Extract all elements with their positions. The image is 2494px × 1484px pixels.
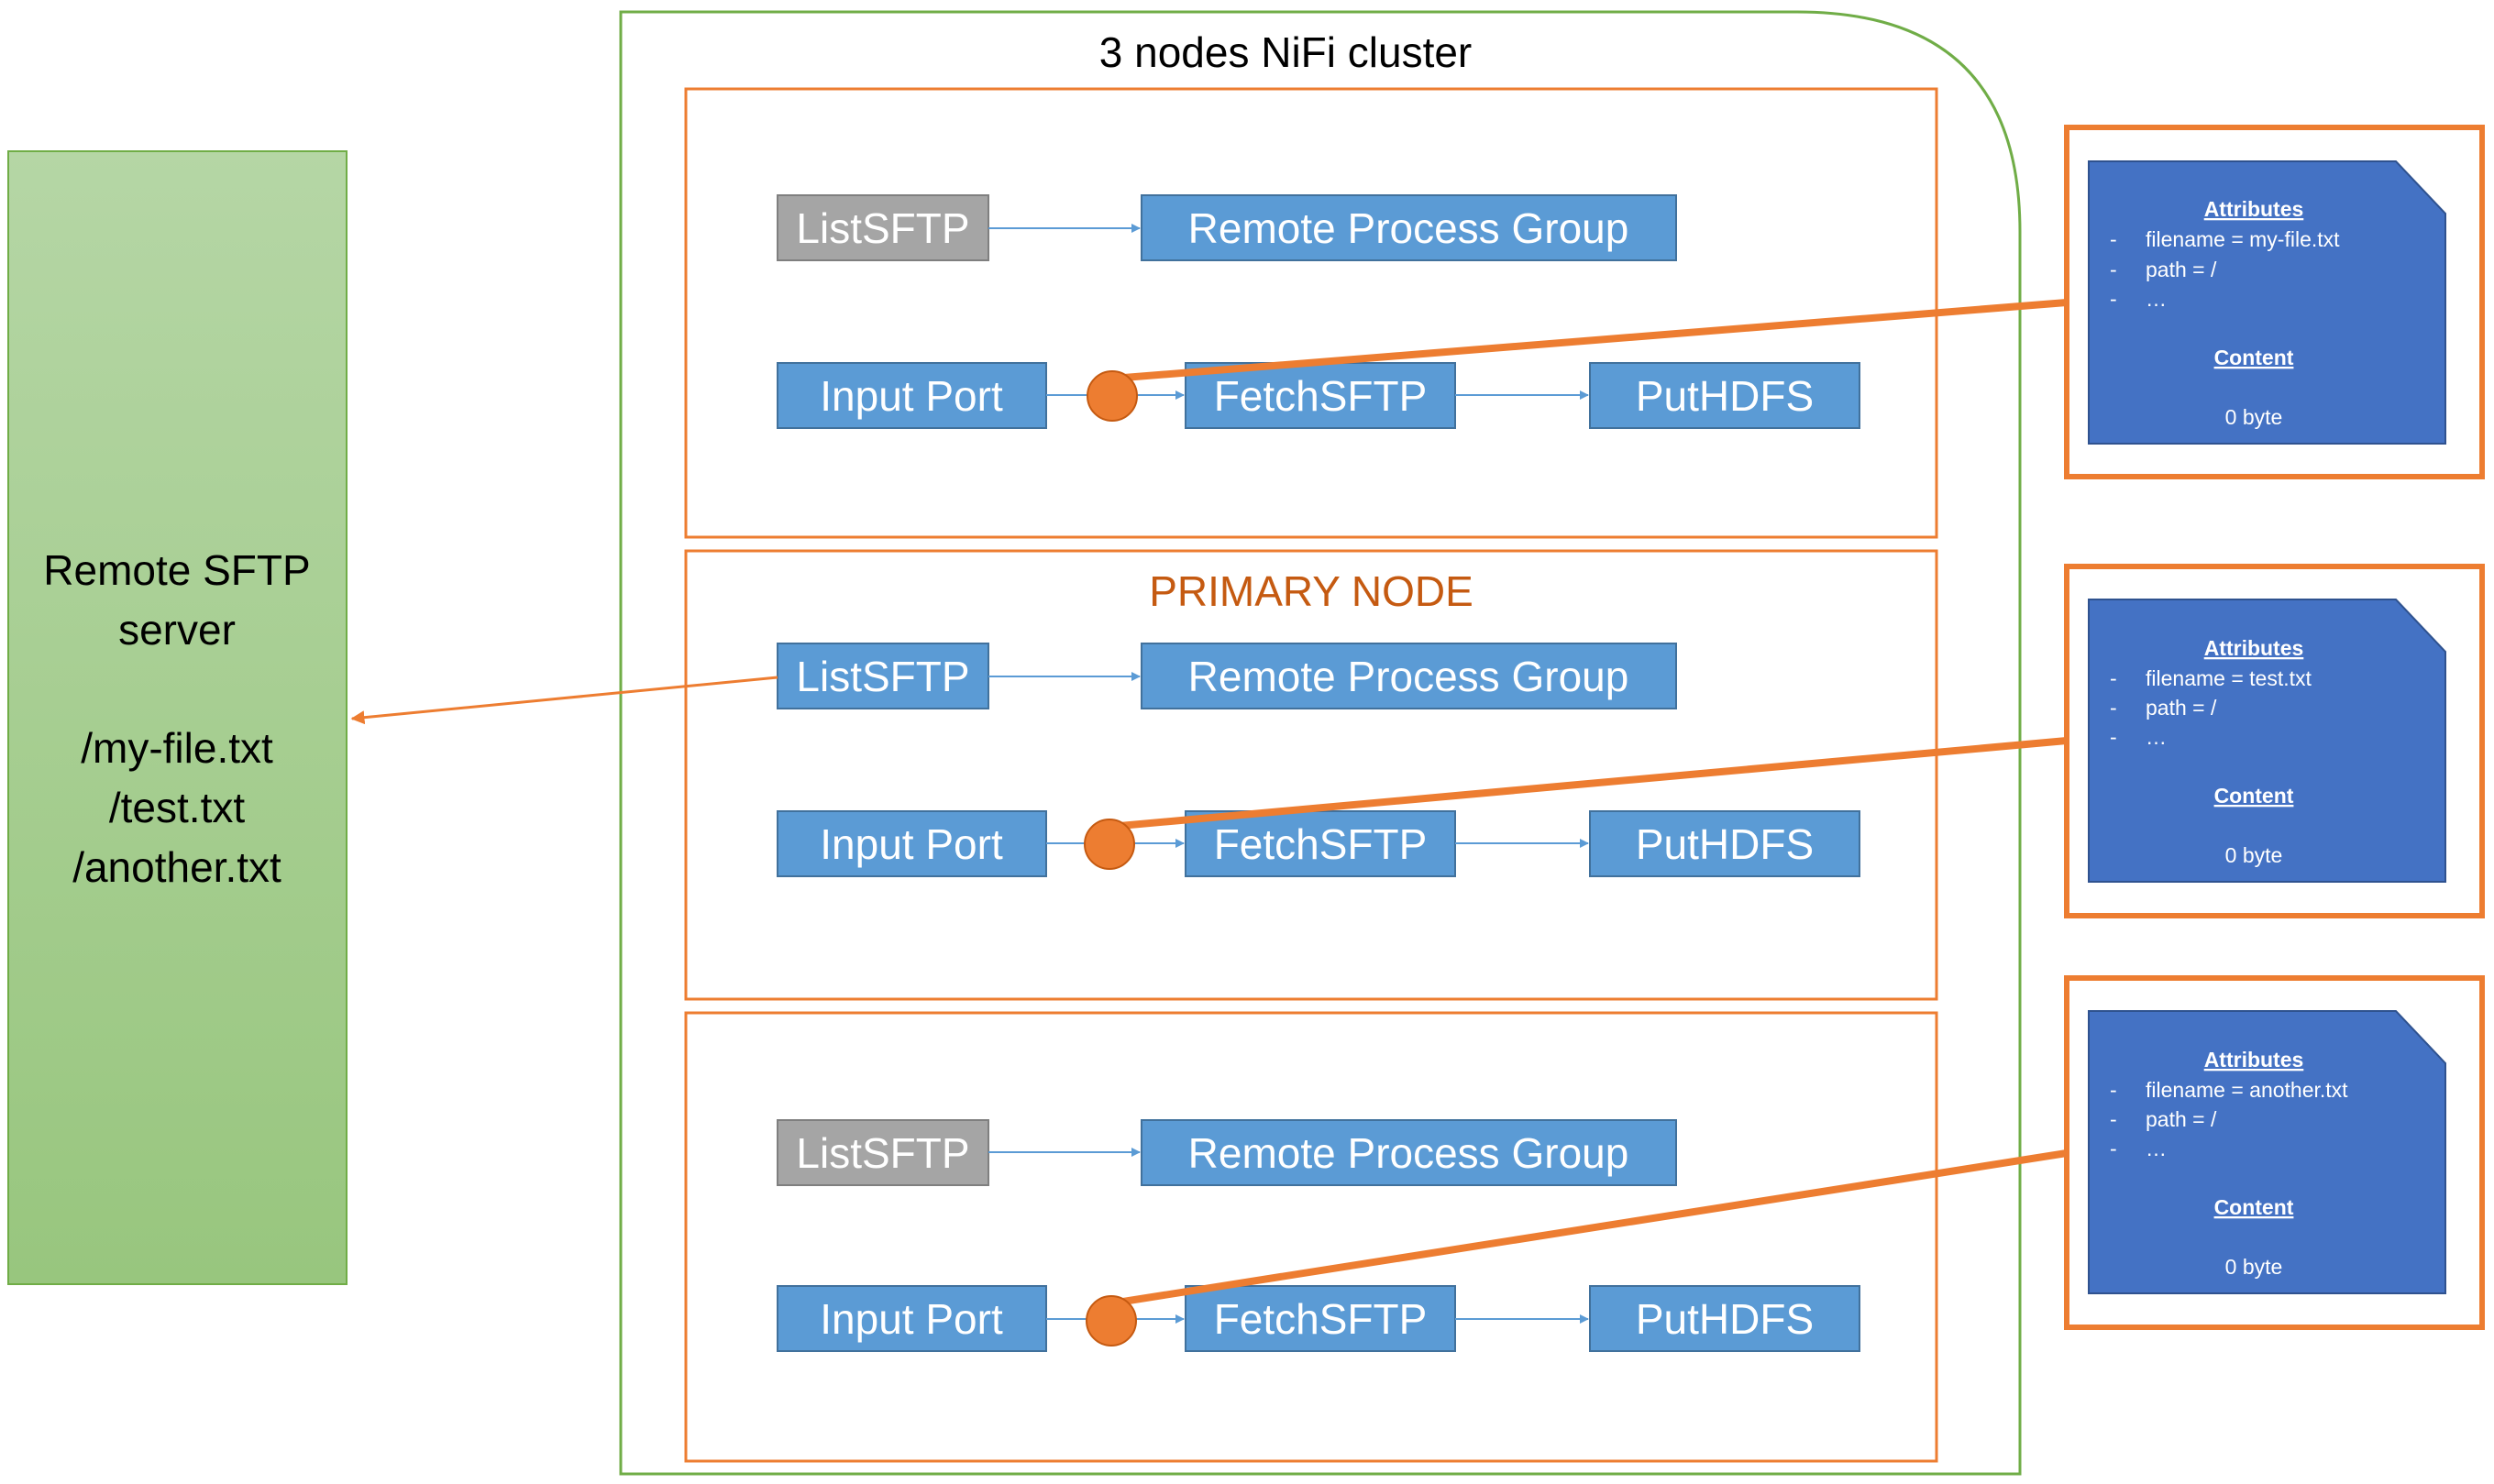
attr-bullet: - xyxy=(2110,1107,2117,1131)
primary-node-label: PRIMARY NODE xyxy=(1149,567,1473,615)
puthdfs-processor[interactable] xyxy=(1589,810,1860,877)
flowfile-connector xyxy=(1111,299,2068,382)
content-value: 0 byte xyxy=(2225,1255,2283,1279)
attributes-heading: Attributes xyxy=(2204,197,2304,221)
attr-filename: filename = test.txt xyxy=(2146,666,2312,690)
node-box-1 xyxy=(684,87,1938,539)
flowfile-connector xyxy=(1109,737,2068,830)
node-1-flow: ListSFTP Remote Process Group Input Port… xyxy=(777,194,1860,429)
puthdfs-processor[interactable] xyxy=(1589,362,1860,429)
attr-bullet: - xyxy=(2110,287,2117,311)
input-port-label: Input Port xyxy=(820,372,1003,420)
attr-bullet: - xyxy=(2110,725,2117,749)
fetchsftp-processor[interactable] xyxy=(1185,1285,1456,1352)
input-port[interactable] xyxy=(777,810,1047,877)
listsftp-processor[interactable] xyxy=(777,643,989,709)
attr-bullet: - xyxy=(2110,1137,2117,1160)
listsftp-processor[interactable] xyxy=(777,1119,989,1186)
fetchsftp-processor[interactable] xyxy=(1185,810,1456,877)
flowfile-card: Attributes - filename = my-file.txt - pa… xyxy=(2064,125,2485,479)
remote-process-group-label: Remote Process Group xyxy=(1188,653,1629,700)
attr-path: path = / xyxy=(2146,696,2217,720)
cluster-title: 3 nodes NiFi cluster xyxy=(1099,28,1473,76)
attr-bullet: - xyxy=(2110,258,2117,281)
remote-process-group-label: Remote Process Group xyxy=(1188,1129,1629,1177)
listsftp-label: ListSFTP xyxy=(796,1129,969,1177)
attr-filename: filename = my-file.txt xyxy=(2146,227,2340,251)
fetchsftp-label: FetchSFTP xyxy=(1214,820,1428,868)
attributes-heading: Attributes xyxy=(2204,636,2304,660)
content-value: 0 byte xyxy=(2225,843,2283,867)
attr-more: … xyxy=(2146,287,2167,311)
fetchsftp-label: FetchSFTP xyxy=(1214,1295,1428,1343)
remote-process-group[interactable] xyxy=(1141,643,1677,709)
attr-path: path = / xyxy=(2146,258,2217,281)
listsftp-label: ListSFTP xyxy=(796,204,969,252)
flowfile-card: Attributes - filename = another.txt - pa… xyxy=(2064,975,2485,1330)
server-name-line1: Remote SFTP xyxy=(43,546,310,594)
sftp-server: Remote SFTP server /my-file.txt /test.tx… xyxy=(7,150,348,1285)
content-heading: Content xyxy=(2214,1195,2294,1219)
remote-process-group[interactable] xyxy=(1141,194,1677,261)
puthdfs-label: PutHDFS xyxy=(1636,820,1814,868)
flowfile-dot xyxy=(1087,370,1138,422)
remote-process-group-label: Remote Process Group xyxy=(1188,204,1629,252)
input-port[interactable] xyxy=(777,1285,1047,1352)
node-3-flow: ListSFTP Remote Process Group Input Port… xyxy=(777,1119,1860,1352)
puthdfs-label: PutHDFS xyxy=(1636,372,1814,420)
listsftp-label: ListSFTP xyxy=(796,653,969,700)
attr-more: … xyxy=(2146,725,2167,749)
content-heading: Content xyxy=(2214,784,2294,808)
attr-bullet: - xyxy=(2110,696,2117,720)
server-file: /my-file.txt xyxy=(81,724,273,772)
node-box-2 xyxy=(684,549,1938,1001)
attr-path: path = / xyxy=(2146,1107,2217,1131)
attributes-heading: Attributes xyxy=(2204,1048,2304,1072)
fetchsftp-label: FetchSFTP xyxy=(1214,372,1428,420)
server-file: /test.txt xyxy=(109,784,245,831)
flowfile-dot xyxy=(1086,1295,1137,1347)
puthdfs-label: PutHDFS xyxy=(1636,1295,1814,1343)
input-port-label: Input Port xyxy=(820,1295,1003,1343)
flowfile-connector xyxy=(1110,1149,2068,1307)
puthdfs-processor[interactable] xyxy=(1589,1285,1860,1352)
attr-bullet: - xyxy=(2110,1078,2117,1102)
nifi-cluster: 3 nodes NiFi cluster xyxy=(619,10,2022,1476)
listsftp-processor[interactable] xyxy=(777,194,989,261)
attr-more: … xyxy=(2146,1137,2167,1160)
input-port-label: Input Port xyxy=(820,820,1003,868)
list-to-server-arrow xyxy=(350,676,778,725)
server-name-line2: server xyxy=(118,606,236,654)
server-file: /another.txt xyxy=(72,843,281,891)
node-2-flow: ListSFTP Remote Process Group Input Port… xyxy=(777,643,1860,877)
content-heading: Content xyxy=(2214,346,2294,369)
flowfile-card: Attributes - filename = test.txt - path … xyxy=(2064,564,2485,918)
attr-filename: filename = another.txt xyxy=(2146,1078,2348,1102)
flowfile-dot xyxy=(1084,819,1135,870)
attr-bullet: - xyxy=(2110,666,2117,690)
input-port[interactable] xyxy=(777,362,1047,429)
node-box-3 xyxy=(684,1011,1938,1463)
content-value: 0 byte xyxy=(2225,405,2283,429)
attr-bullet: - xyxy=(2110,227,2117,251)
remote-process-group[interactable] xyxy=(1141,1119,1677,1186)
